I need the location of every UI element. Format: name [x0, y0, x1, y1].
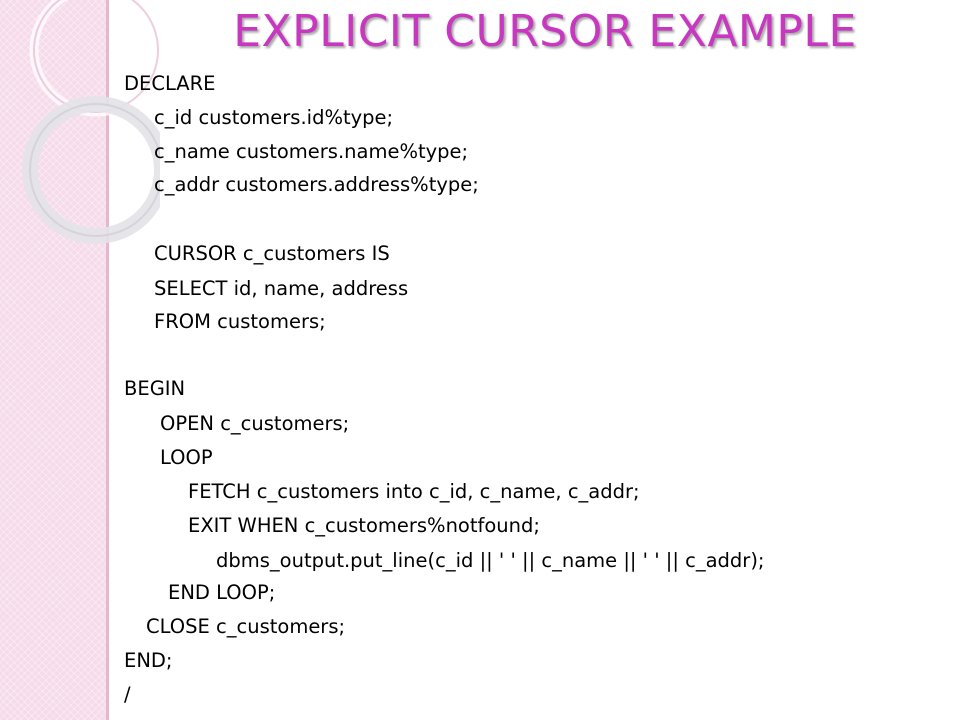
code-line: END;: [124, 649, 173, 672]
code-line: FROM customers;: [154, 310, 326, 333]
code-line: OPEN c_customers;: [160, 412, 350, 435]
code-line: /: [124, 683, 131, 706]
code-line: DECLARE: [124, 72, 216, 95]
side-band-edge: [106, 0, 109, 720]
code-line: LOOP: [160, 446, 213, 469]
decorative-rings-icon: [22, 0, 160, 244]
code-line: dbms_output.put_line(c_id || ' ' || c_na…: [216, 549, 765, 572]
code-line: CLOSE c_customers;: [146, 615, 346, 638]
code-line: EXIT WHEN c_customers%notfound;: [188, 514, 540, 537]
code-line: c_id customers.id%type;: [154, 106, 394, 129]
code-line: END LOOP;: [168, 581, 276, 604]
code-line: CURSOR c_customers IS: [154, 242, 390, 265]
code-line: BEGIN: [124, 377, 186, 400]
code-line: c_addr customers.address%type;: [154, 173, 479, 196]
code-line: SELECT id, name, address: [154, 277, 409, 300]
slide-title: EXPLICIT CURSOR EXAMPLE: [233, 6, 857, 57]
code-line: FETCH c_customers into c_id, c_name, c_a…: [188, 480, 640, 503]
code-line: c_name customers.name%type;: [154, 140, 469, 163]
